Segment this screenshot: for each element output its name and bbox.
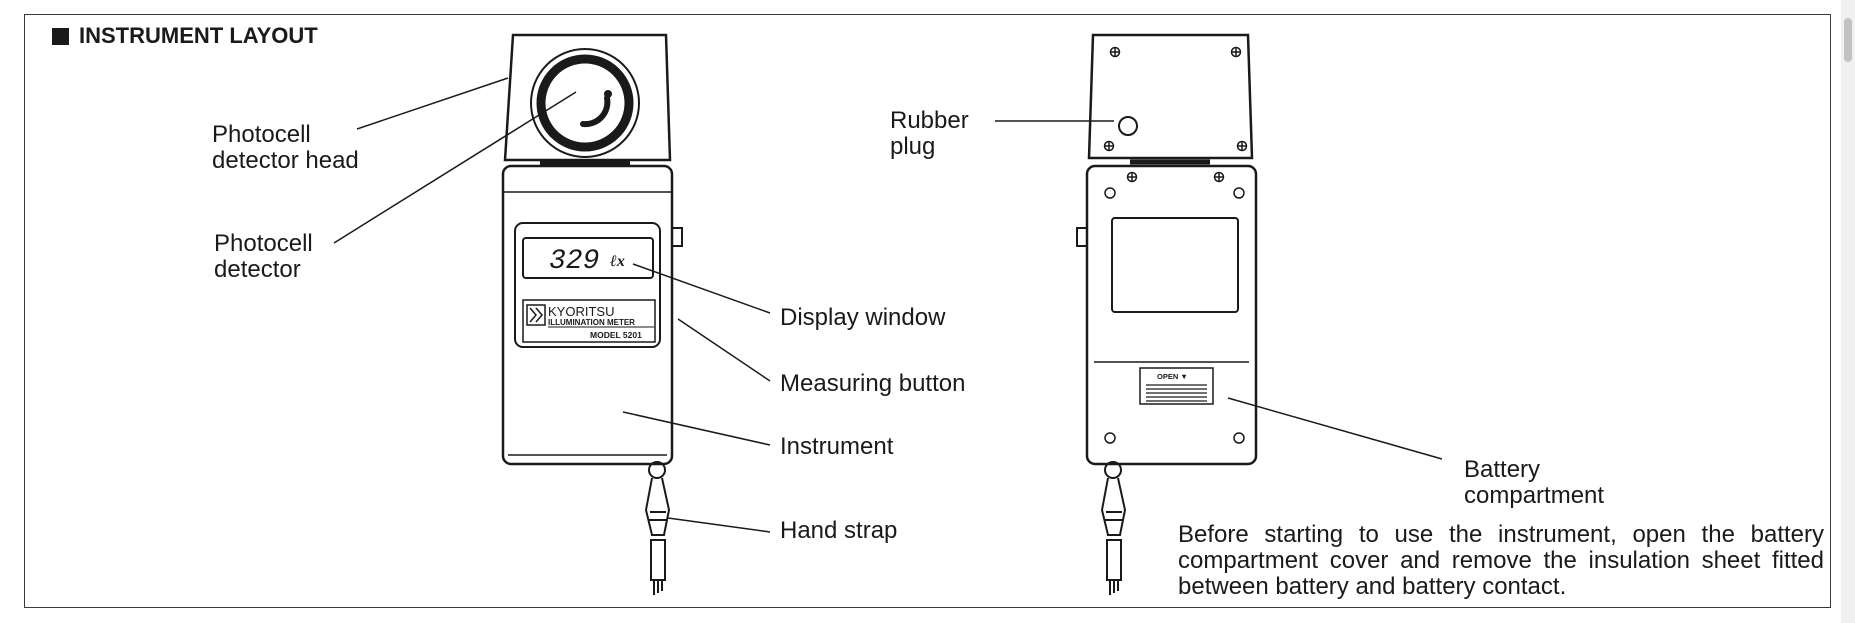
back-leader-lines bbox=[995, 120, 1443, 460]
detector-ring-outer bbox=[530, 48, 640, 158]
label-photocell-head-line2: detector head bbox=[212, 147, 359, 174]
model-name: MODEL 5201 bbox=[590, 330, 642, 340]
scrollbar-thumb[interactable] bbox=[1844, 18, 1852, 62]
section-heading: INSTRUMENT LAYOUT bbox=[52, 23, 318, 49]
head-screws bbox=[1103, 46, 1248, 152]
label-photocell-detector-line1: Photocell bbox=[214, 230, 313, 257]
label-rubber-plug-line1: Rubber bbox=[890, 107, 969, 134]
open-label: OPEN ▼ bbox=[1157, 372, 1188, 381]
brand-name: KYORITSU bbox=[548, 304, 614, 319]
label-display-window: Display window bbox=[780, 304, 946, 331]
measuring-button bbox=[671, 227, 683, 247]
front-leader-lines bbox=[333, 77, 771, 533]
label-instrument: Instrument bbox=[780, 433, 894, 460]
latch-grip-lines bbox=[1146, 384, 1207, 402]
photocell-detector-head bbox=[503, 33, 672, 162]
square-bullet-icon bbox=[52, 27, 69, 45]
detector-dot bbox=[604, 90, 612, 98]
section-heading-text: INSTRUMENT LAYOUT bbox=[79, 23, 318, 48]
label-photocell-detector-line2: detector bbox=[214, 256, 301, 283]
back-body bbox=[1085, 164, 1258, 466]
side-switch bbox=[1076, 227, 1088, 247]
label-hand-strap: Hand strap bbox=[780, 517, 898, 544]
battery-instruction-note: Before starting to use the instrument, o… bbox=[1178, 521, 1824, 600]
display-unit: ℓx bbox=[609, 253, 625, 270]
instrument-body bbox=[501, 164, 674, 466]
detector-arc-mark bbox=[580, 95, 611, 128]
back-hand-strap bbox=[1100, 461, 1127, 595]
label-photocell-head-line1: Photocell bbox=[212, 121, 311, 148]
back-label-area bbox=[1111, 217, 1239, 313]
brand-plate bbox=[522, 299, 656, 343]
front-panel bbox=[514, 222, 661, 348]
brand-logo-icon bbox=[529, 307, 543, 323]
product-name: ILLUMINATION METER bbox=[548, 318, 635, 327]
open-latch bbox=[1139, 367, 1214, 405]
display-window bbox=[522, 237, 654, 279]
hand-strap bbox=[644, 461, 671, 595]
label-battery-compartment-line2: compartment bbox=[1464, 482, 1605, 509]
display-reading: 329 bbox=[549, 246, 599, 277]
detector-ring-inner bbox=[536, 54, 634, 152]
brand-logo-box bbox=[526, 304, 546, 326]
back-head bbox=[1087, 33, 1254, 160]
rubber-plug bbox=[1118, 116, 1138, 136]
label-battery-compartment-line1: Battery bbox=[1464, 456, 1541, 483]
label-rubber-plug-line2: plug bbox=[890, 133, 936, 160]
front-view bbox=[333, 33, 771, 595]
body-screws bbox=[1104, 171, 1245, 444]
label-measuring-button: Measuring button bbox=[780, 370, 966, 397]
back-view bbox=[995, 33, 1443, 595]
vertical-scrollbar[interactable] bbox=[1841, 0, 1855, 623]
diagram-frame bbox=[24, 14, 1831, 608]
